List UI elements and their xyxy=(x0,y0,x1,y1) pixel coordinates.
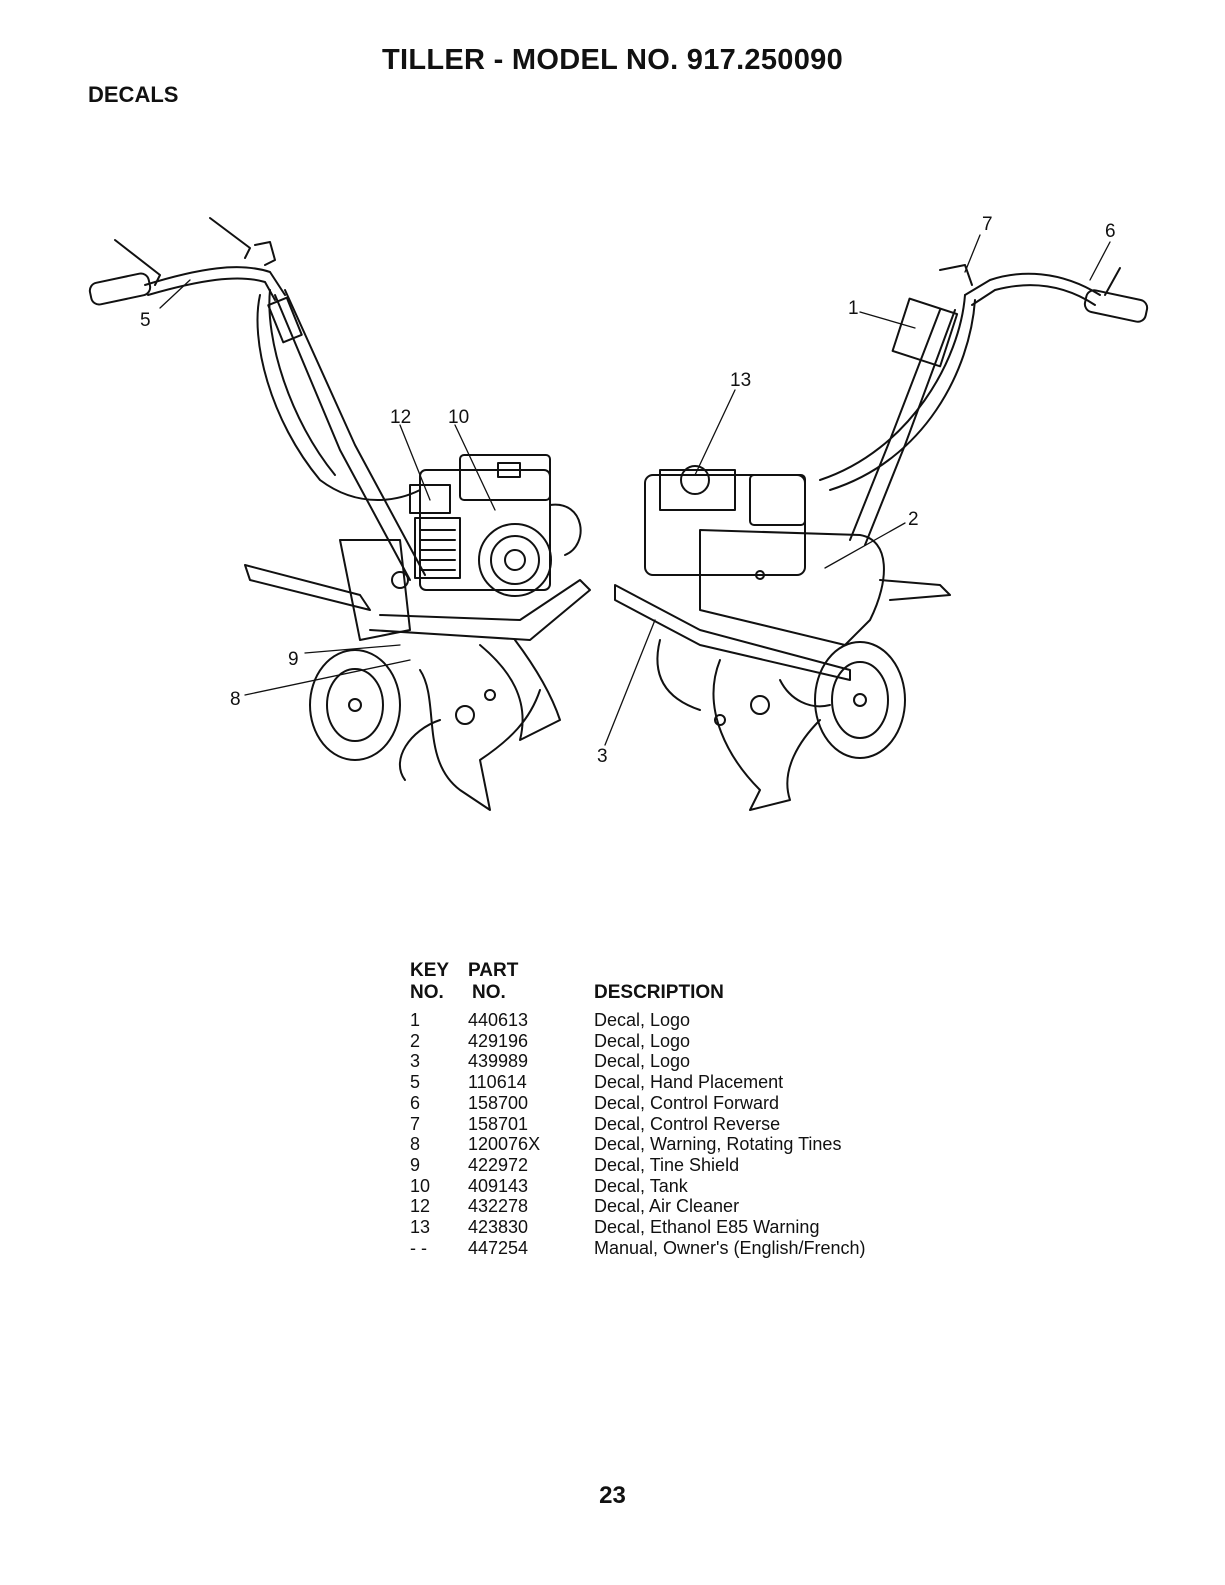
header-key-line1: KEY xyxy=(410,960,450,981)
callout-2: 2 xyxy=(908,509,919,530)
description-cell: Decal, Air Cleaner xyxy=(594,1196,740,1217)
description-cell: Decal, Hand Placement xyxy=(594,1072,784,1093)
section-heading: DECALS xyxy=(88,82,179,107)
description-cell: Manual, Owner's (English/French) xyxy=(594,1237,866,1258)
description-cell: Decal, Warning, Rotating Tines xyxy=(594,1134,842,1155)
part-number-cell: 158701 xyxy=(468,1113,529,1134)
callout-6: 6 xyxy=(1105,221,1116,242)
callout-3: 3 xyxy=(597,746,608,767)
key-cell: 9 xyxy=(410,1154,421,1175)
header-description: DESCRIPTION xyxy=(594,982,724,1003)
callout-9: 9 xyxy=(288,649,299,670)
part-number-cell: 158700 xyxy=(468,1092,529,1113)
description-cell: Decal, Tank xyxy=(594,1175,688,1196)
key-cell: 2 xyxy=(410,1030,421,1051)
key-cell: 8 xyxy=(410,1134,421,1155)
callout-13: 13 xyxy=(730,370,751,391)
page-number: 23 xyxy=(599,1482,626,1509)
callout-10: 10 xyxy=(448,407,469,428)
key-cell: - - xyxy=(410,1237,427,1258)
callout-12: 12 xyxy=(390,407,411,428)
description-cell: Decal, Ethanol E85 Warning xyxy=(594,1217,820,1237)
header-part-line1: PART xyxy=(468,960,519,981)
key-cell: 3 xyxy=(410,1051,421,1072)
description-cell: Decal, Control Reverse xyxy=(594,1113,781,1134)
right-tiller xyxy=(614,264,1149,811)
tiller-illustration: 5 12 10 9 8 13 1 7 6 2 3 xyxy=(88,214,1149,811)
part-number-cell: 409143 xyxy=(468,1175,529,1196)
page-title: TILLER - MODEL NO. 917.250090 xyxy=(381,44,844,76)
key-cell: 10 xyxy=(410,1175,431,1196)
description-cell: Decal, Control Forward xyxy=(594,1092,780,1113)
key-cell: 5 xyxy=(410,1072,421,1093)
key-cell: 1 xyxy=(410,1010,421,1030)
part-number-cell: 423830 xyxy=(468,1217,529,1237)
key-cell: 13 xyxy=(410,1217,431,1237)
key-cell: 12 xyxy=(410,1196,431,1217)
callout-7: 7 xyxy=(982,214,993,235)
key-cell: 6 xyxy=(410,1092,421,1113)
part-number-cell: 440613 xyxy=(468,1010,529,1030)
part-number-cell: 422972 xyxy=(468,1154,529,1175)
description-cell: Decal, Logo xyxy=(594,1010,691,1030)
part-number-cell: 120076X xyxy=(468,1134,541,1155)
callout-5: 5 xyxy=(140,310,151,331)
header-part-line2: NO. xyxy=(472,982,506,1003)
tiller-diagram: 5 12 10 9 8 13 1 7 6 2 3 xyxy=(60,200,1170,840)
key-cell: 7 xyxy=(410,1113,421,1134)
callout-leaders xyxy=(159,234,1111,746)
description-cell: Decal, Logo xyxy=(594,1051,691,1072)
callout-8: 8 xyxy=(230,689,241,710)
part-number-cell: 447254 xyxy=(468,1237,529,1258)
part-number-cell: 429196 xyxy=(468,1030,529,1051)
part-number-cell: 439989 xyxy=(468,1051,529,1072)
header-key-line2: NO. xyxy=(410,982,444,1003)
part-number-cell: 432278 xyxy=(468,1196,529,1217)
description-cell: Decal, Logo xyxy=(594,1030,691,1051)
callout-1: 1 xyxy=(848,298,859,319)
description-cell: Decal, Tine Shield xyxy=(594,1154,740,1175)
part-number-cell: 110614 xyxy=(468,1072,527,1093)
left-tiller xyxy=(88,217,591,811)
